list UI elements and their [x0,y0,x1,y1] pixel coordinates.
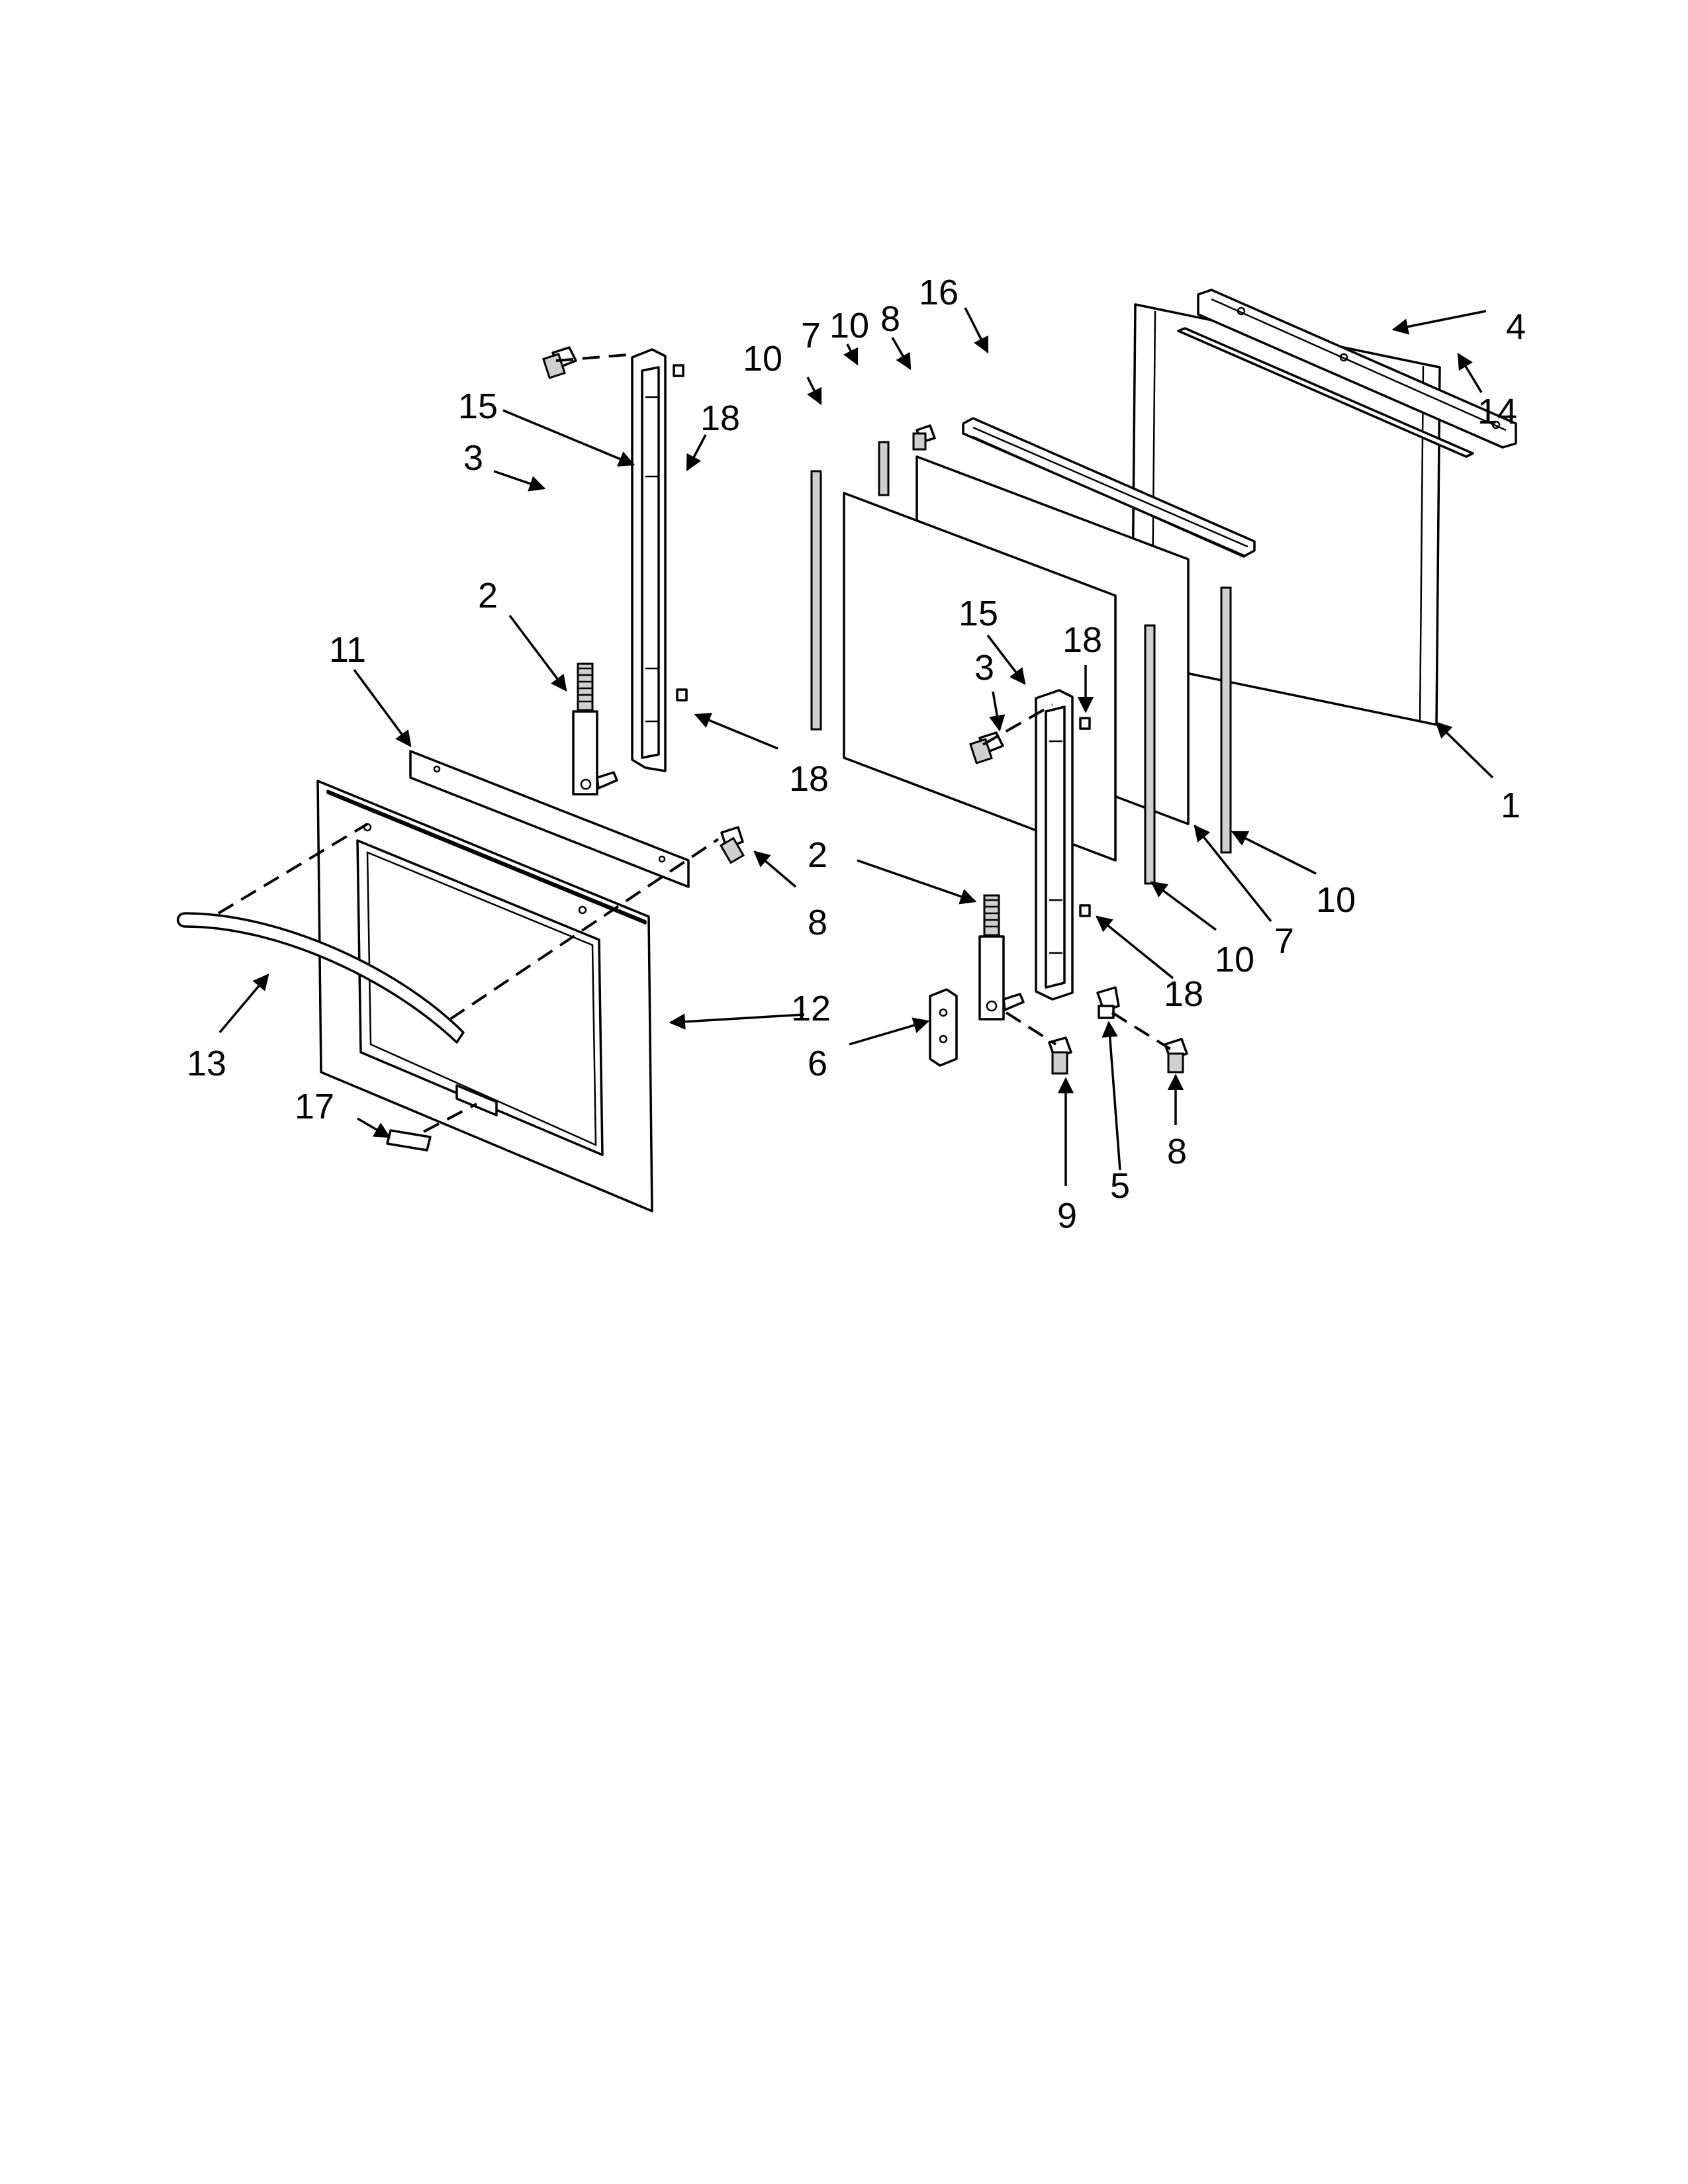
callout-1: 1 [1501,786,1521,825]
callout-18-lower-right: 18 [1164,974,1203,1014]
left-clips [673,364,688,702]
callout-4: 4 [1506,307,1526,347]
callout-5: 5 [1110,1166,1130,1206]
right-hinge-channel [1035,689,1074,1001]
callout-10-top-left: 10 [743,339,782,379]
part-16-inner-channel [962,417,1256,559]
callout-2-left: 2 [478,576,498,615]
callout-8-handle: 8 [808,903,827,942]
callout-10-lower: 10 [1215,940,1254,979]
part-5-clip [1096,986,1120,1019]
callout-3-left: 3 [463,438,483,478]
callout-15-left: 15 [458,387,498,426]
part-17-badge [386,1129,432,1152]
left-hinge-screw [542,346,577,379]
part-8-screw-top [912,424,936,451]
callout-15-right: 15 [959,594,998,633]
callout-11: 11 [329,630,366,670]
callout-14: 14 [1477,392,1517,432]
left-hinge-channel [631,348,667,772]
part-11-top-plate [409,750,690,888]
callout-8-top: 8 [880,299,900,339]
part-4-top-trim [1197,289,1517,449]
callout-2-right: 2 [808,835,827,875]
callout-16: 16 [919,273,959,312]
callout-10-right: 10 [1316,880,1356,920]
callout-18-top-left: 18 [700,398,740,438]
callout-18-mid-right: 18 [1062,620,1102,660]
callout-3-right: 3 [974,648,994,688]
callout-7-top: 7 [801,316,821,355]
callout-18-mid-left: 18 [789,759,829,799]
callout-13: 13 [187,1044,226,1083]
part-8-screw-lower-right [1164,1038,1188,1073]
callout-6: 6 [808,1044,827,1083]
callout-10-top-right: 10 [829,306,869,345]
right-clips [1079,717,1091,917]
callout-7-lower: 7 [1274,921,1294,961]
leader-lines [218,307,1494,1186]
right-hinge-spring [978,894,1025,1021]
part-14-glass-seal-strip [1177,327,1474,458]
part-8-screw-handle [719,826,745,864]
callout-8-bottom-right: 8 [1167,1132,1187,1171]
callout-17: 17 [295,1087,334,1126]
left-hinge-spring [572,662,618,796]
part-6-bracket [929,988,958,1067]
callout-labels: 1 4 14 16 8 10 7 10 15 18 3 2 11 18 8 2 … [187,273,1526,1236]
part-13-handle [177,912,465,1044]
part-10-spacers [810,441,1232,885]
callout-12: 12 [791,989,831,1028]
callout-9: 9 [1057,1196,1077,1236]
